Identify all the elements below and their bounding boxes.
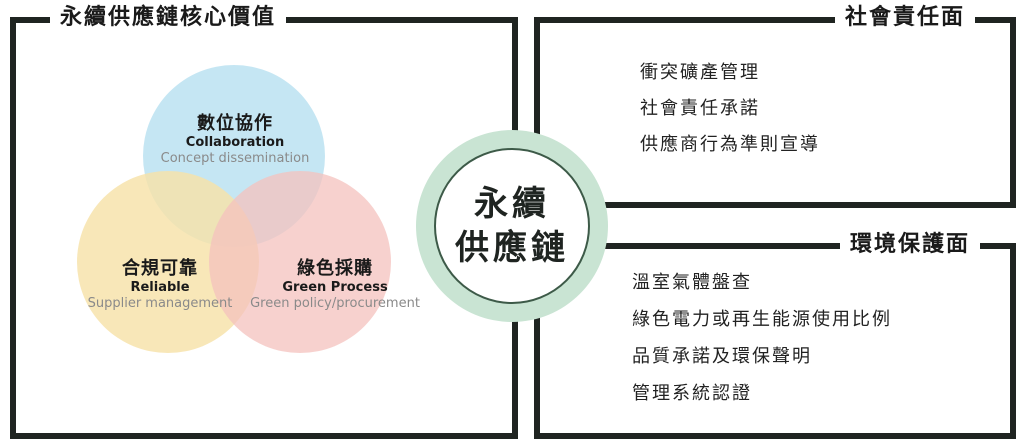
environmental-protection-list: 溫室氣體盤查 綠色電力或再生能源使用比例 品質承諾及環保聲明 管理系統認證 <box>632 264 892 412</box>
venn-label-collaboration: 數位協作 Collaboration Concept dissemination <box>150 113 320 167</box>
list-item: 綠色電力或再生能源使用比例 <box>632 309 892 330</box>
center-line-2: 供應鏈 <box>455 228 569 268</box>
reliable-sub: Supplier management <box>87 296 233 311</box>
reliable-zh: 合規可靠 <box>122 258 198 279</box>
venn-circle-reliable <box>77 171 259 353</box>
list-item: 衝突礦產管理 <box>640 62 760 83</box>
green-process-sub: Green policy/procurement <box>250 296 420 311</box>
collaboration-zh: 數位協作 <box>197 113 273 134</box>
list-item: 溫室氣體盤查 <box>632 272 752 293</box>
list-item: 社會責任承諾 <box>640 98 760 119</box>
center-badge: 永續 供應鏈 <box>434 148 590 304</box>
list-item: 管理系統認證 <box>632 383 752 404</box>
social-responsibility-list: 衝突礦產管理 社會責任承諾 供應商行為準則宣導 <box>640 55 820 163</box>
collaboration-sub: Concept dissemination <box>160 151 310 166</box>
core-values-title: 永續供應鏈核心價值 <box>50 3 287 33</box>
social-responsibility-title: 社會責任面 <box>835 3 976 33</box>
collaboration-en: Collaboration <box>185 135 285 150</box>
green-process-en: Green Process <box>282 280 388 295</box>
environmental-protection-title: 環境保護面 <box>840 230 981 260</box>
list-item: 供應商行為準則宣導 <box>640 134 820 155</box>
venn-circle-green-process <box>209 171 391 353</box>
social-responsibility-frame <box>534 17 1016 208</box>
green-process-zh: 綠色採購 <box>297 258 373 279</box>
reliable-en: Reliable <box>130 280 190 295</box>
environmental-protection-frame <box>534 243 1016 439</box>
list-item: 品質承諾及環保聲明 <box>632 346 812 367</box>
center-line-1: 永續 <box>474 184 550 224</box>
venn-label-reliable: 合規可靠 Reliable Supplier management <box>80 258 240 312</box>
venn-label-green-process: 綠色採購 Green Process Green policy/procurem… <box>240 258 430 312</box>
